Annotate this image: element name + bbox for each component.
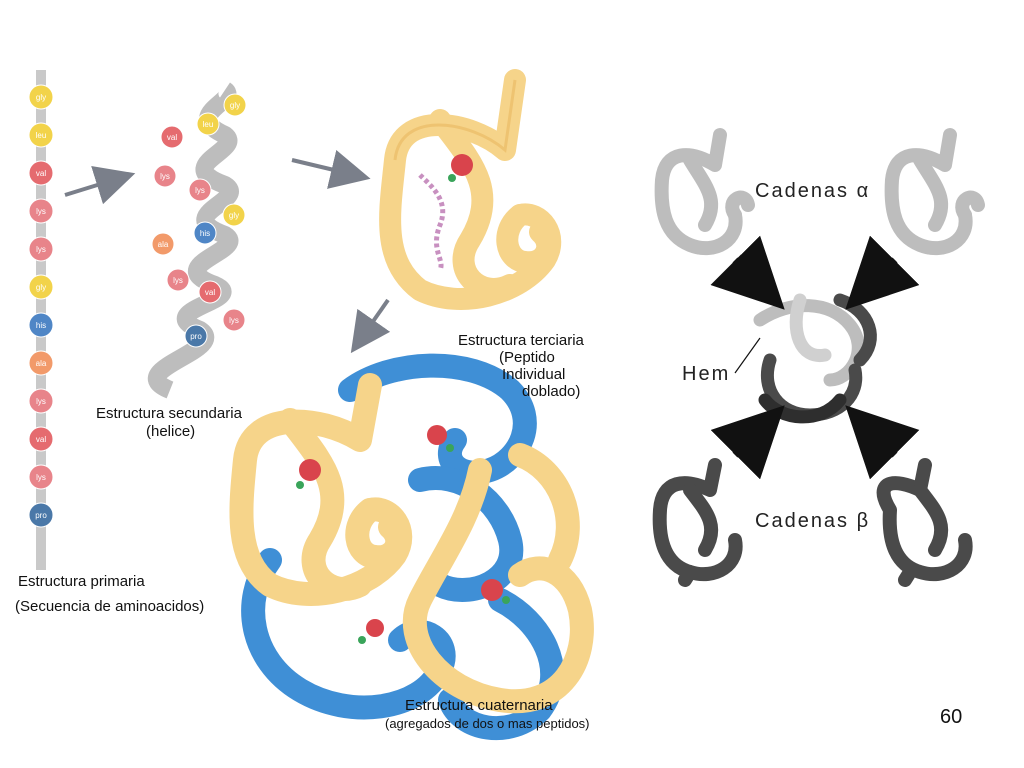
- primary-residue-bead: val: [28, 160, 54, 186]
- primary-residue-label: leu: [36, 131, 47, 140]
- primary-residue-label: pro: [35, 511, 47, 520]
- secondary-residue-bead: lys: [222, 308, 246, 332]
- alpha-chains-label: Cadenas α: [755, 180, 871, 202]
- secondary-residue-label: lys: [229, 316, 239, 325]
- arrow-icon: [350, 298, 391, 354]
- primary-residue-label: val: [36, 435, 46, 444]
- secondary-residue-label: ala: [158, 240, 169, 249]
- quaternary-structure-subtitle: (agregados de dos o mas peptidos): [385, 716, 590, 731]
- secondary-structure-title: Estructura secundaria: [96, 405, 242, 422]
- hem-pointer-line: [734, 337, 761, 374]
- secondary-residue-label: lys: [173, 276, 183, 285]
- tertiary-structure-line3: doblado): [522, 383, 581, 400]
- secondary-residue-label: lys: [160, 172, 170, 181]
- arrow-icon: [845, 235, 920, 310]
- secondary-residue-bead: lys: [166, 268, 190, 292]
- primary-residue-bead: his: [28, 312, 54, 338]
- primary-residue-bead: lys: [28, 388, 54, 414]
- primary-residue-label: ala: [36, 359, 47, 368]
- primary-residue-label: gly: [36, 93, 46, 102]
- primary-residue-bead: lys: [28, 236, 54, 262]
- primary-residue-label: lys: [36, 207, 46, 216]
- primary-bead-group: gly leu val lys lys gly his ala lys val lys pro: [28, 84, 54, 528]
- secondary-residue-bead: ala: [151, 232, 175, 256]
- secondary-residue-bead: lys: [188, 178, 212, 202]
- primary-structure-subtitle: (Secuencia de aminoacidos): [15, 598, 205, 615]
- secondary-residue-bead: val: [160, 125, 184, 149]
- secondary-residue-label: gly: [230, 101, 240, 110]
- primary-residue-bead: pro: [28, 502, 54, 528]
- secondary-residue-bead: gly: [223, 93, 247, 117]
- secondary-residue-bead: his: [193, 221, 217, 245]
- beta-subunit-right: [876, 458, 973, 587]
- secondary-residue-bead: pro: [184, 324, 208, 348]
- arrow-icon: [710, 405, 785, 480]
- primary-residue-bead: val: [28, 426, 54, 452]
- secondary-residue-bead: val: [198, 280, 222, 304]
- primary-residue-label: lys: [36, 473, 46, 482]
- arrow-icon: [64, 165, 136, 205]
- secondary-residue-label: gly: [229, 211, 239, 220]
- secondary-residue-bead: lys: [153, 164, 177, 188]
- beta-subunit-left: [652, 458, 743, 587]
- primary-residue-label: val: [36, 169, 46, 178]
- secondary-residue-label: val: [205, 288, 215, 297]
- primary-structure-title: Estructura primaria: [18, 573, 145, 590]
- tertiary-structure-line1: (Peptido: [499, 349, 555, 366]
- primary-residue-bead: gly: [28, 274, 54, 300]
- primary-residue-label: lys: [36, 397, 46, 406]
- primary-residue-label: lys: [36, 245, 46, 254]
- primary-residue-bead: lys: [28, 464, 54, 490]
- tertiary-structure-line2: Individual: [502, 366, 566, 383]
- heme-disc: [451, 154, 473, 176]
- beta-chains-label: Cadenas β: [755, 510, 871, 532]
- hemoglobin-tetramer: [753, 293, 877, 424]
- arrow-icon: [710, 235, 785, 310]
- quaternary-structure-title: Estructura cuaternaria: [405, 697, 553, 714]
- alpha-subunit-left: [654, 128, 755, 256]
- secondary-residue-label: his: [200, 229, 210, 238]
- secondary-residue-label: val: [167, 133, 177, 142]
- tertiary-structure-title: Estructura terciaria: [458, 332, 584, 349]
- primary-residue-bead: leu: [28, 122, 54, 148]
- hem-label: Hem: [682, 363, 731, 385]
- secondary-residue-label: lys: [195, 186, 205, 195]
- secondary-residue-label: leu: [203, 120, 214, 129]
- arrow-icon: [845, 405, 920, 480]
- alpha-subunit-right: [884, 128, 985, 256]
- primary-residue-label: gly: [36, 283, 46, 292]
- secondary-residue-bead: gly: [222, 203, 246, 227]
- secondary-residue-bead: leu: [196, 112, 220, 136]
- slide-number: 60: [940, 706, 963, 728]
- primary-residue-label: his: [36, 321, 46, 330]
- arrow-icon: [291, 149, 371, 189]
- secondary-structure-subtitle: (helice): [146, 423, 196, 440]
- primary-residue-bead: ala: [28, 350, 54, 376]
- secondary-bead-group: gly leu val lys lys gly his ala lys val lys pro: [151, 93, 247, 348]
- secondary-residue-label: pro: [190, 332, 202, 341]
- primary-residue-bead: gly: [28, 84, 54, 110]
- primary-residue-bead: lys: [28, 198, 54, 224]
